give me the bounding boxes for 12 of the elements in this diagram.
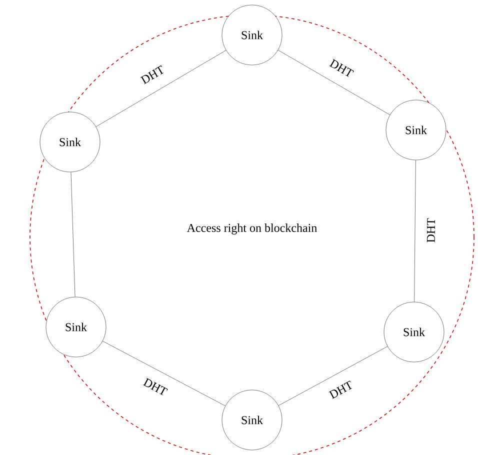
connector-line xyxy=(102,340,226,406)
edge-label: DHT xyxy=(426,217,436,244)
connector-line xyxy=(278,50,390,116)
connector-line xyxy=(414,160,416,302)
center-label: Access right on blockchain xyxy=(186,224,317,234)
edge-label: DHT xyxy=(328,57,356,80)
edge-label: DHT xyxy=(327,379,356,401)
connector-line xyxy=(70,172,76,298)
connector-line xyxy=(278,346,388,406)
connector-line xyxy=(96,50,226,127)
edge-label: DHT xyxy=(141,376,170,398)
edge-label: DHT xyxy=(138,64,167,86)
